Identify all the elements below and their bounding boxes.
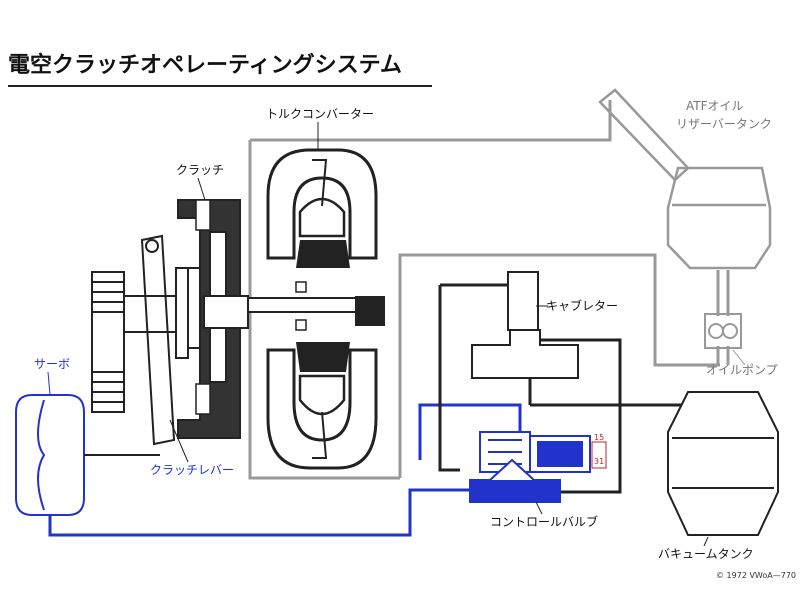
crankshaft-hub bbox=[123, 295, 181, 333]
vacuum-line-servo bbox=[48, 488, 470, 537]
control-valve-base bbox=[469, 479, 561, 503]
vacuum-tank-body bbox=[667, 391, 779, 536]
flywheel-plate bbox=[175, 267, 189, 359]
oil-pump-label: オイルポンプ bbox=[706, 363, 778, 377]
atf-reservoir bbox=[598, 88, 772, 270]
servo-leader bbox=[47, 371, 51, 396]
clutch-lever bbox=[140, 234, 176, 446]
carburetor bbox=[471, 271, 579, 379]
clutch-spring-upper bbox=[195, 199, 211, 231]
control-valve-label: コントロールバルブ bbox=[490, 514, 598, 529]
carburetor-manifold bbox=[471, 329, 579, 379]
vacuum-circuit bbox=[48, 403, 522, 537]
carb-line-left bbox=[438, 285, 460, 472]
impeller-upper bbox=[298, 197, 346, 238]
vacuum-tank-leader bbox=[703, 536, 709, 547]
vacuum-tank-label: バキュームタンク bbox=[658, 547, 754, 561]
atf-reservoir-label-1: ATFオイル bbox=[686, 99, 744, 113]
oil-line-left bbox=[248, 140, 400, 480]
terminal-31-label: 31 bbox=[594, 457, 604, 466]
flywheel bbox=[91, 267, 189, 413]
clutch-lever-pivot bbox=[145, 239, 159, 253]
control-valve-diaphragm bbox=[489, 458, 535, 481]
clutch-lever-label: クラッチレバー bbox=[150, 463, 234, 477]
oil-pump-gear-right bbox=[722, 323, 738, 339]
oil-line-reservoir-pump bbox=[716, 270, 730, 365]
oil-pump-leader bbox=[732, 349, 746, 366]
clutch-input-shaft bbox=[203, 295, 249, 329]
vacuum-line-upper bbox=[418, 403, 522, 460]
terminal-block bbox=[591, 441, 607, 469]
clutch-spring-lower bbox=[195, 383, 211, 415]
clutch bbox=[177, 199, 249, 439]
oil-line-middle bbox=[398, 253, 700, 478]
ring-gear-teeth bbox=[92, 281, 124, 403]
converter-hub bbox=[355, 296, 385, 326]
servo-body bbox=[15, 394, 85, 516]
terminal-15-label: 15 bbox=[594, 433, 604, 442]
oil-pump bbox=[704, 313, 742, 349]
oneway-clutch-upper bbox=[295, 281, 307, 293]
stator-lower bbox=[296, 342, 350, 372]
servo-label: サーボ bbox=[34, 357, 70, 371]
servo bbox=[15, 394, 160, 516]
oil-circuit bbox=[248, 100, 730, 480]
reservoir-filler-neck bbox=[598, 88, 690, 182]
turbine-blade-lower bbox=[312, 411, 328, 459]
copyright-text: © 1972 VWoA—770 bbox=[716, 571, 796, 580]
torque-converter-label: トルクコンバーター bbox=[266, 107, 374, 121]
diagram-title: 電空クラッチオペレーティングシステム bbox=[8, 52, 402, 78]
converter-upper-housing bbox=[266, 148, 378, 260]
clutch-lever-leader bbox=[169, 419, 189, 463]
clutch-leader bbox=[197, 177, 206, 201]
control-valve bbox=[469, 431, 591, 503]
carburetor-body bbox=[507, 271, 539, 331]
control-valve-coil bbox=[537, 441, 583, 467]
stator-upper bbox=[296, 240, 350, 268]
turbine-blade-upper bbox=[312, 159, 328, 207]
vacuum-tank bbox=[667, 391, 779, 536]
oil-pump-gear-left bbox=[708, 323, 724, 339]
atf-reservoir-label-2: リザーバータンク bbox=[676, 117, 772, 131]
converter-lower-housing bbox=[266, 348, 378, 470]
servo-diaphragm bbox=[37, 399, 46, 511]
reservoir-body bbox=[666, 166, 772, 270]
clutch-label: クラッチ bbox=[176, 163, 224, 177]
flywheel-ring-gear bbox=[91, 271, 125, 413]
torque-converter bbox=[247, 148, 385, 470]
converter-shaft bbox=[247, 297, 359, 313]
control-valve-leader bbox=[535, 501, 543, 515]
oil-pump-housing bbox=[704, 313, 742, 349]
clutch-lever-arm bbox=[140, 234, 176, 446]
carburetor-label: キャブレター bbox=[546, 298, 618, 313]
oneway-clutch-lower bbox=[295, 319, 307, 331]
impeller-lower bbox=[298, 374, 346, 416]
